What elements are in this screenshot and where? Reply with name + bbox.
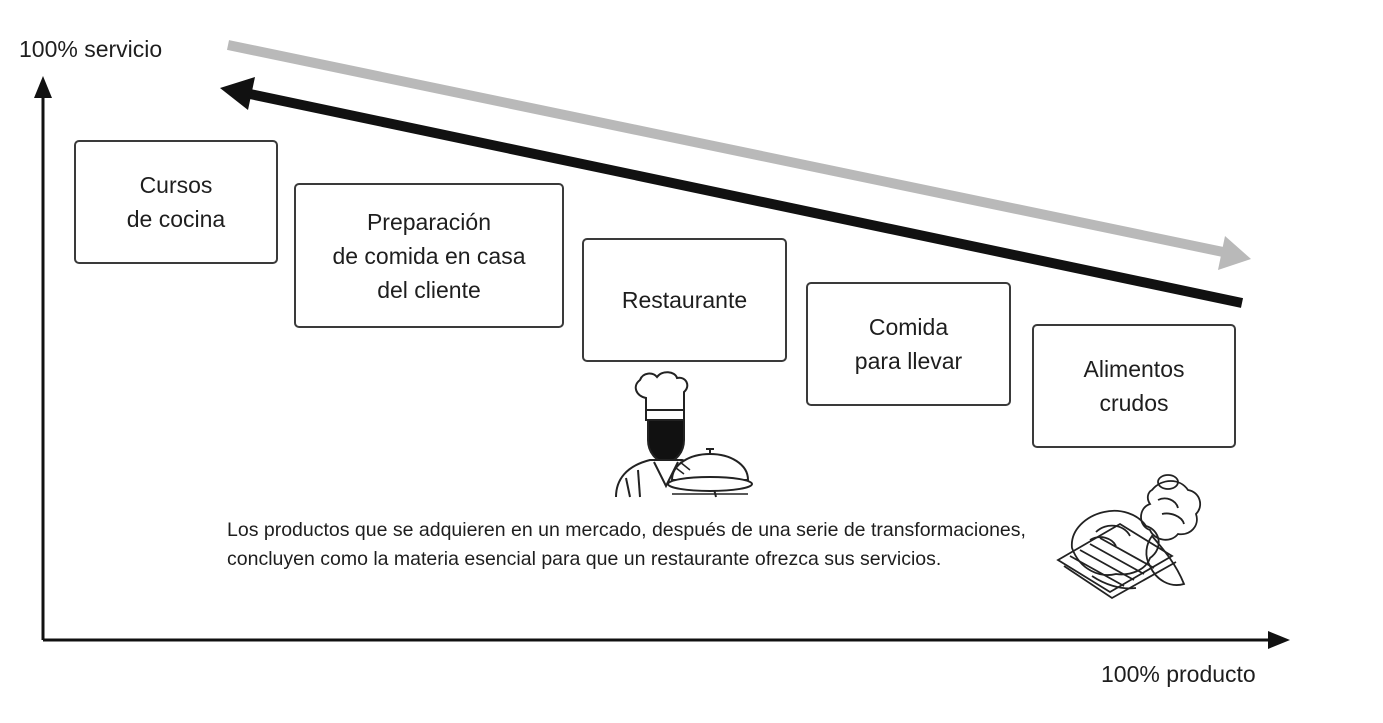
box-cursos-de-cocina: Cursos de cocina xyxy=(74,140,278,264)
x-axis-arrowhead xyxy=(1268,631,1290,649)
box-comida-para-llevar: Comida para llevar xyxy=(806,282,1011,406)
service-to-product-arrowhead xyxy=(1218,236,1251,270)
caption-text: Los productos que se adquieren en un mer… xyxy=(227,519,1026,570)
product-to-service-arrow xyxy=(248,89,1244,308)
chef-with-cloche-icon xyxy=(615,371,753,498)
y-axis-label: 100% servicio xyxy=(19,36,163,62)
raw-food-basket-icon xyxy=(1056,474,1202,600)
service-to-product-arrow xyxy=(226,40,1230,258)
y-axis-arrowhead xyxy=(34,76,52,98)
x-axis-label: 100% producto xyxy=(1101,661,1256,687)
box-preparacion-de-comida: Preparación de comida en casa del client… xyxy=(294,183,564,328)
box-restaurante: Restaurante xyxy=(582,238,787,362)
box-alimentos-crudos: Alimentos crudos xyxy=(1032,324,1236,448)
product-to-service-arrowhead xyxy=(220,77,255,110)
